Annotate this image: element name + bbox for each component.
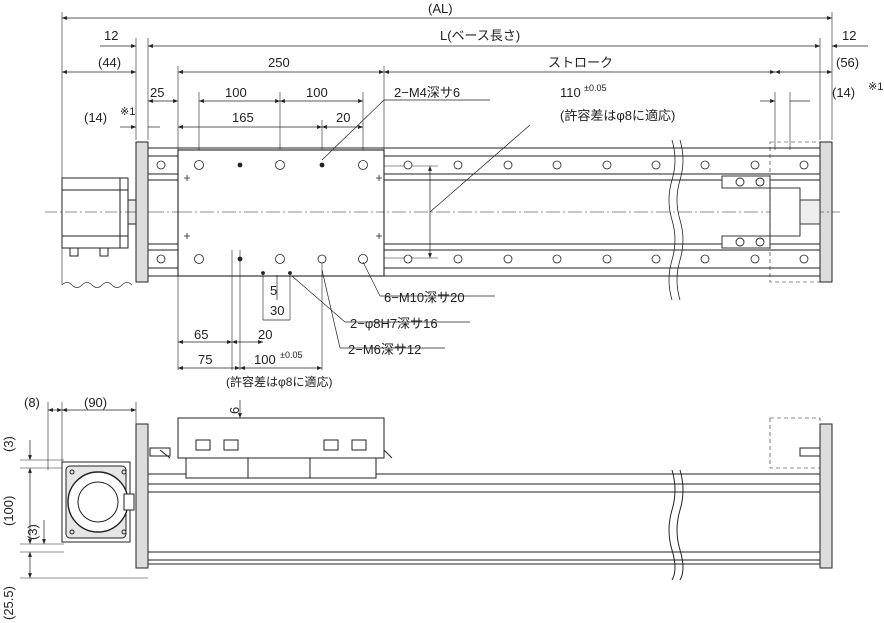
rail-bolts <box>156 160 809 264</box>
dim-8-label: (8) <box>24 395 40 410</box>
dim-75-label: 75 <box>198 352 213 367</box>
dim-5-label: 5 <box>270 283 278 298</box>
dim-30-label: 30 <box>270 303 285 318</box>
tol-110-label: ±0.05 <box>584 83 607 93</box>
tap-m4-label: 2−M4深サ6 <box>394 85 461 100</box>
dim-25-5-label: (25.5) <box>1 586 16 620</box>
dim-6-label: 6 <box>227 406 242 414</box>
dim-25-label: 25 <box>150 85 165 100</box>
far-side-label: (56) <box>836 55 860 70</box>
end-stopper <box>721 141 821 283</box>
note-mark-left: ※1 <box>120 106 136 118</box>
tol-note-b: (許容差はφ8に適応) <box>226 375 333 389</box>
dim-65-label: 65 <box>194 327 209 342</box>
dim-100b-label: 100 <box>306 85 328 100</box>
dim-14-left-label: (14) <box>84 110 108 125</box>
dim-165-label: 165 <box>232 110 254 125</box>
dim-3a-label: (3) <box>1 436 16 452</box>
dim-100a-label: 100 <box>225 85 247 100</box>
note-mark-right: ※1 <box>868 81 884 93</box>
base-length-label: L(ベース長さ) <box>440 28 521 43</box>
dim-14-right-label: (14) <box>832 85 856 100</box>
motor-block <box>45 177 150 288</box>
table-length-label: 250 <box>268 55 290 70</box>
end-right-label: 12 <box>842 28 857 43</box>
dim-90-label: (90) <box>84 395 108 410</box>
tap-m10-label: 6−M10深サ20 <box>384 290 465 305</box>
motor-end-view <box>61 461 135 543</box>
top-view <box>45 12 868 370</box>
pitch-110-label: 110 <box>560 85 581 100</box>
actuator-base <box>135 141 840 283</box>
table-side-view <box>149 417 821 479</box>
pitch-100-label: 100 <box>254 352 276 367</box>
tap-m6-label: 2−M6深サ12 <box>348 342 422 357</box>
slider-table <box>177 149 385 370</box>
tol-note-a: (許容差はφ8に適応) <box>560 108 676 123</box>
dim-20b-label: 20 <box>258 327 273 342</box>
dim-3b-label: (3) <box>25 524 40 540</box>
side-dimension-lines <box>28 400 242 578</box>
side-view <box>20 400 833 581</box>
break-lines <box>668 139 684 301</box>
pin-hole-label: 2−φ8H7深サ16 <box>350 316 438 331</box>
lower-dimension-lines <box>178 99 531 370</box>
tol-100-label: ±0.05 <box>280 350 303 360</box>
motor-side-label: (44) <box>98 55 122 70</box>
actuator-side-body <box>135 423 833 581</box>
dim-100-side-label: (100) <box>1 495 16 526</box>
end-left-label: 12 <box>104 28 119 43</box>
overall-length-label: (AL) <box>428 1 453 16</box>
dim-20a-label: 20 <box>336 110 351 125</box>
stroke-label: ストローク <box>548 55 614 70</box>
